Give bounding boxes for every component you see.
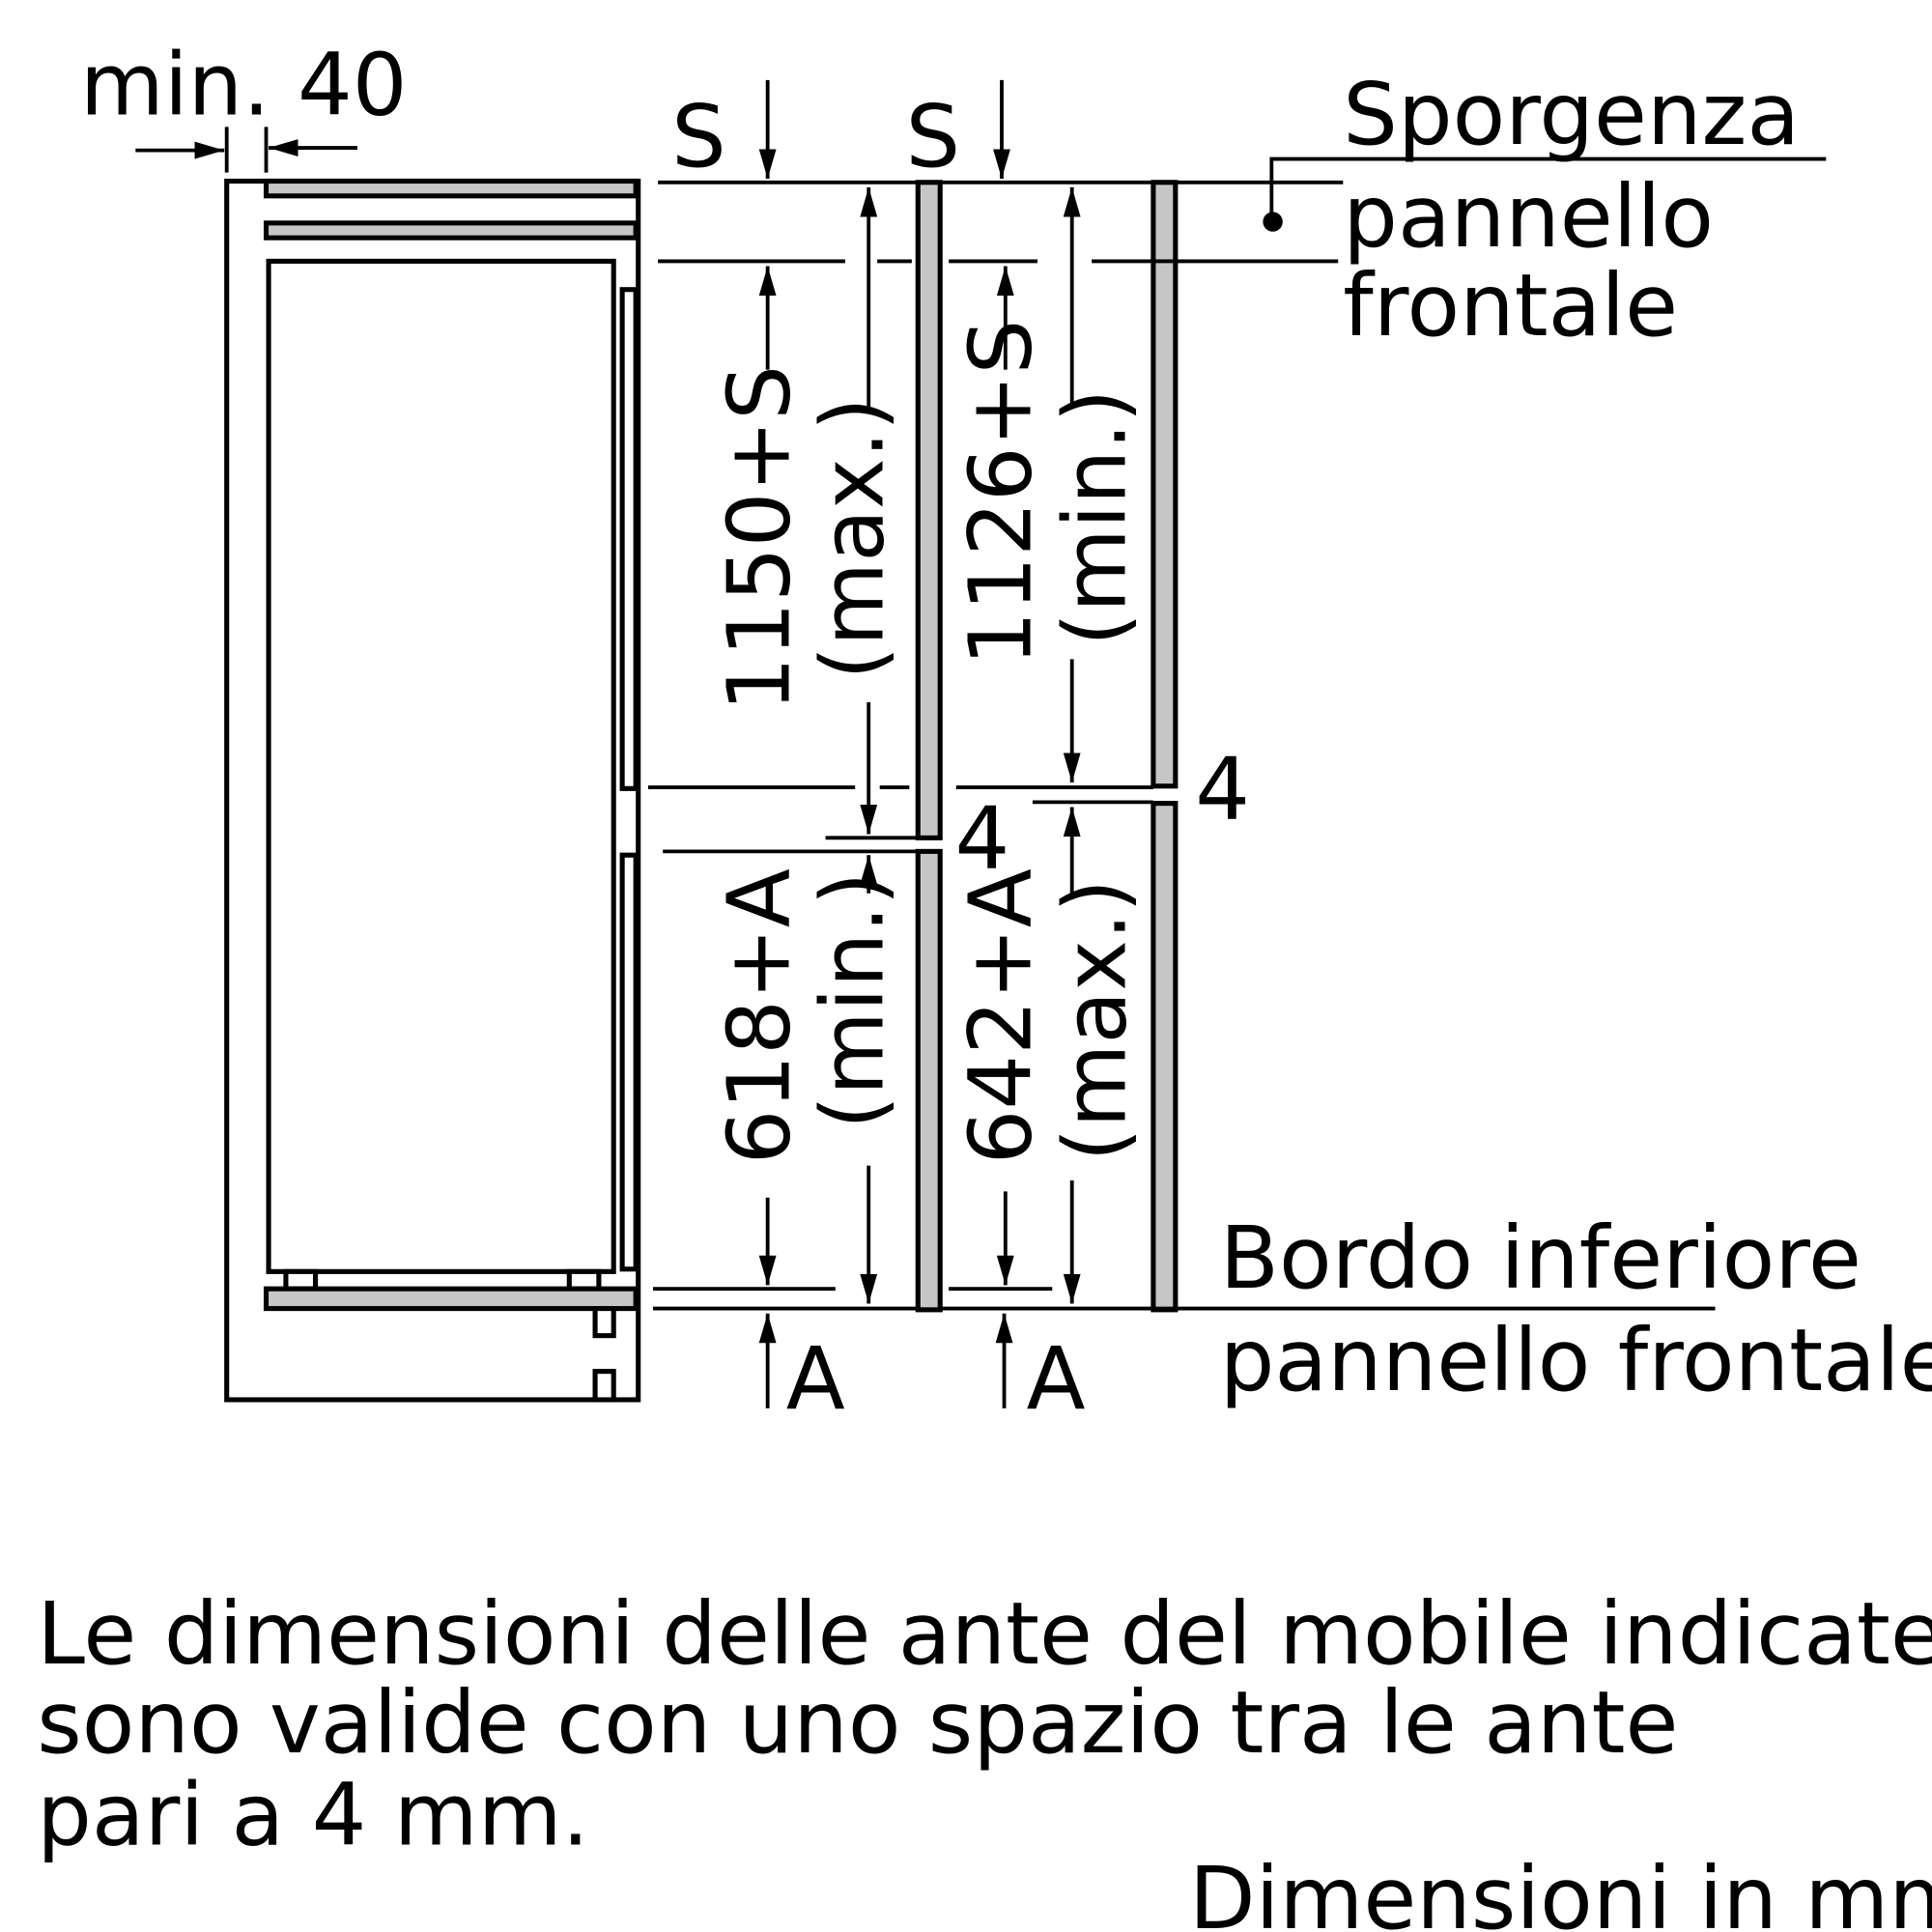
protrusion-marker-dot bbox=[1263, 212, 1283, 232]
protrusion-label-line1: Sporgenza bbox=[1343, 65, 1800, 165]
dim-upper-left: 1150+S bbox=[709, 365, 810, 712]
protrusion-label-line2: pannello bbox=[1343, 167, 1714, 268]
note-line3: pari a 4 mm. bbox=[37, 1765, 589, 1865]
units-label: Dimensioni in mm bbox=[1189, 1849, 1932, 1932]
protrusion-label-line3: frontale bbox=[1343, 256, 1678, 356]
dim-lower-left-qualifier: (min.) bbox=[803, 872, 903, 1129]
a-label-left: A bbox=[786, 1329, 845, 1430]
front-panels bbox=[915, 180, 1179, 1313]
dim-upper-right-qualifier: (min.) bbox=[1046, 389, 1147, 646]
dim-lower-right: 642+A bbox=[951, 868, 1051, 1164]
dim-upper-left-qualifier: (max.) bbox=[803, 397, 903, 680]
dim-lower-right-qualifier: (max.) bbox=[1046, 879, 1147, 1162]
note-line2: sono valide con uno spazio tra le ante bbox=[37, 1673, 1678, 1774]
bottom-edge-label-line2: pannello frontale bbox=[1220, 1311, 1932, 1411]
a-label-right: A bbox=[1027, 1329, 1086, 1430]
min-gap-label: min. 40 bbox=[80, 36, 408, 136]
dimension-arrows bbox=[135, 79, 1081, 1408]
extension-lines bbox=[224, 127, 1827, 1311]
note-line1: Le dimensioni delle ante del mobile indi… bbox=[37, 1584, 1932, 1685]
s-label-left: S bbox=[671, 87, 726, 187]
gap-label-right: 4 bbox=[1195, 740, 1250, 840]
dim-upper-right: 1126+S bbox=[951, 320, 1051, 667]
s-label-right: S bbox=[906, 87, 961, 187]
gap-label-left: 4 bbox=[955, 789, 1010, 890]
appliance-side-view bbox=[224, 178, 641, 1403]
dim-lower-left: 618+A bbox=[709, 868, 810, 1164]
bottom-edge-label-line1: Bordo inferiore bbox=[1220, 1208, 1861, 1309]
